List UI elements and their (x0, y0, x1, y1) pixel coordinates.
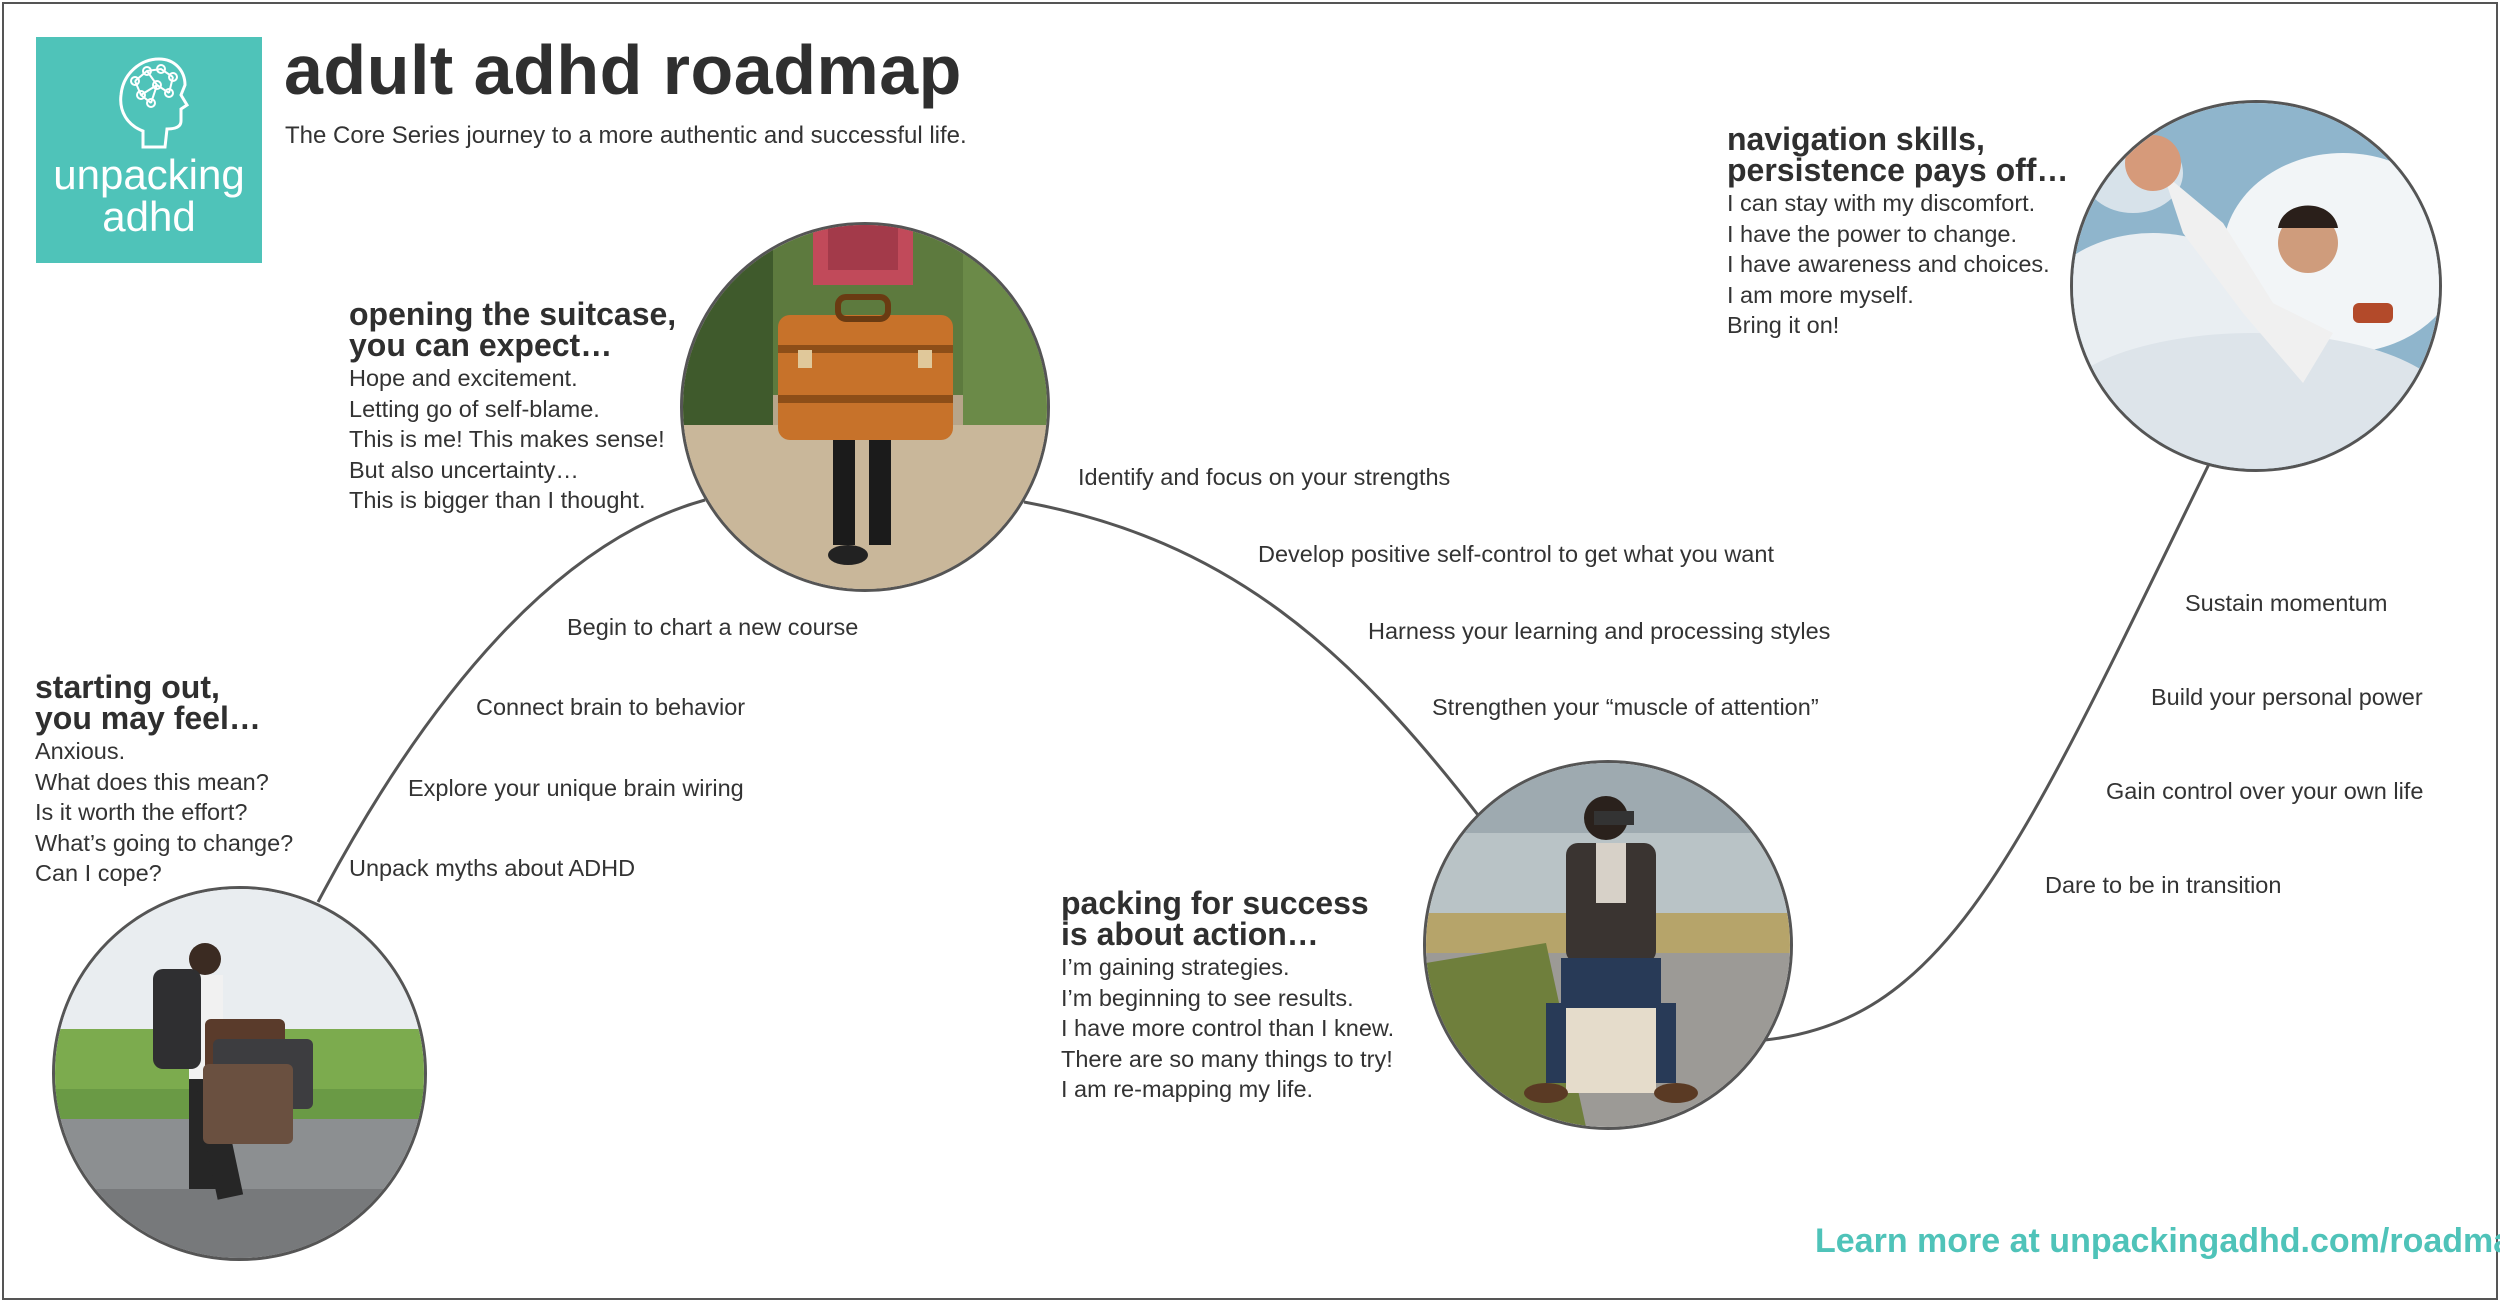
page-title: adult adhd roadmap (284, 31, 962, 109)
persistence-line: I have awareness and choices. (1727, 251, 2050, 277)
persistence-line: I am more myself. (1727, 281, 1914, 308)
feeling-line: Anxious. (35, 738, 126, 764)
stage-heading: navigation skills, (1727, 121, 1985, 157)
roadmap-step: Strengthen your “muscle of attention” (1432, 694, 1819, 720)
feeling-line: What does this mean? (35, 768, 269, 795)
roadmap-step: Identify and focus on your strengths (1078, 464, 1451, 490)
roadmap-step: Sustain momentum (2185, 590, 2388, 616)
stage-heading: persistence pays off… (1727, 152, 2069, 188)
learn-more-link[interactable]: Learn more at unpackingadhd.com/roadmap (1815, 1222, 2500, 1260)
action-line: I’m beginning to see results. (1061, 984, 1354, 1011)
persistence-line: Bring it on! (1727, 312, 1840, 338)
logo-text-unpacking: unpacking (53, 151, 245, 198)
page-subtitle: The Core Series journey to a more authen… (285, 122, 967, 149)
photo-woman-holding-suitcase (680, 222, 1050, 592)
stage-navigation-skills: navigation skills, persistence pays off…… (1727, 121, 2069, 341)
feeling-line: Can I cope? (35, 860, 162, 886)
roadmap-step: Explore your unique brain wiring (408, 775, 744, 801)
roadmap-step: Harness your learning and processing sty… (1368, 618, 1831, 644)
stage-starting-out: starting out, you may feel… Anxious. Wha… (35, 669, 294, 889)
roadmap-step: Dare to be in transition (2045, 872, 2282, 898)
roadmap-step: Begin to chart a new course (567, 614, 859, 640)
action-line: I am re-mapping my life. (1061, 1076, 1314, 1102)
stage-heading: starting out, (35, 669, 220, 705)
stage-packing-for-success: packing for success is about action… I’m… (1061, 885, 1395, 1105)
roadmap-step: Connect brain to behavior (476, 694, 746, 720)
roadmap-step: Gain control over your own life (2106, 778, 2424, 804)
action-line: There are so many things to try! (1061, 1045, 1393, 1072)
head-brain-icon (119, 57, 189, 149)
logo-text-adhd: adhd (102, 193, 196, 240)
stage-opening-suitcase: opening the suitcase, you can expect… Ho… (349, 296, 677, 516)
photo-traveler-with-luggage (52, 886, 427, 1261)
stage-heading: you may feel… (35, 700, 261, 736)
stage-heading: packing for success (1061, 885, 1369, 921)
feeling-line: Is it worth the effort? (35, 799, 248, 825)
expectation-line: But also uncertainty… (349, 456, 579, 483)
roadmap-step: Develop positive self-control to get wha… (1258, 541, 1774, 567)
persistence-line: I can stay with my discomfort. (1727, 190, 2036, 216)
unpacking-adhd-logo: unpacking adhd (36, 37, 262, 263)
expectation-line: This is bigger than I thought. (349, 487, 646, 513)
roadmap-step: Build your personal power (2151, 684, 2423, 710)
expectation-line: This is me! This makes sense! (349, 426, 665, 452)
stage-heading: you can expect… (349, 327, 613, 363)
photo-man-with-binoculars (1423, 760, 1793, 1130)
feeling-line: What’s going to change? (35, 829, 294, 856)
action-line: I’m gaining strategies. (1061, 954, 1290, 980)
expectation-line: Hope and excitement. (349, 365, 578, 391)
expectation-line: Letting go of self-blame. (349, 395, 600, 422)
action-line: I have more control than I knew. (1061, 1015, 1395, 1041)
persistence-line: I have the power to change. (1727, 220, 2018, 247)
stage-heading: opening the suitcase, (349, 296, 677, 332)
stage-heading: is about action… (1061, 916, 1319, 952)
roadmap-step: Unpack myths about ADHD (349, 855, 636, 881)
photo-man-flying-in-clouds (2070, 100, 2442, 472)
